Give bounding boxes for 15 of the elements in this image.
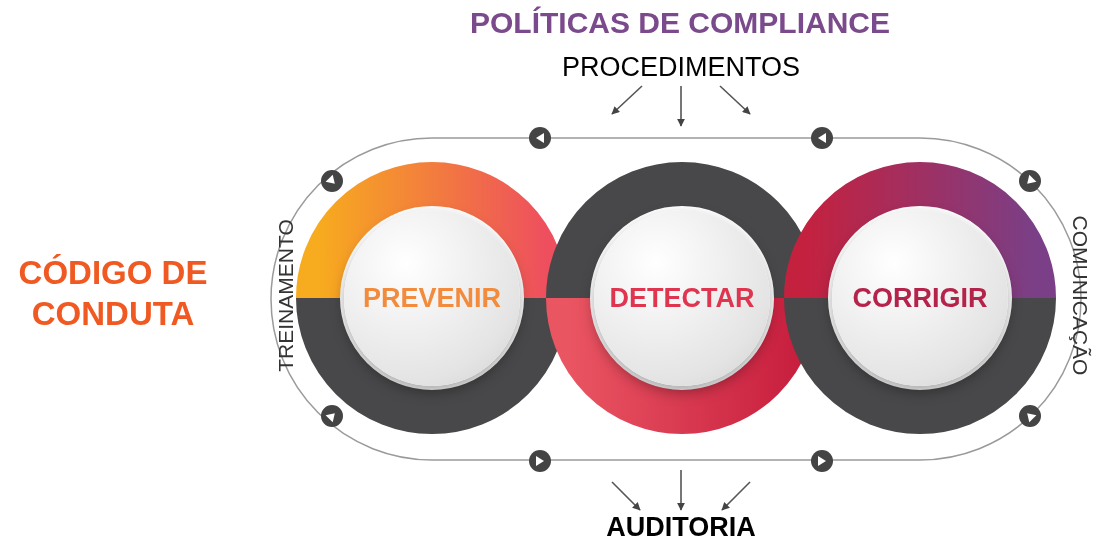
node-label: PREVENIR — [362, 281, 501, 315]
node-label: AUDITORIA — [606, 513, 756, 541]
node-label: PROCEDIMENTOS — [562, 53, 800, 81]
side-label: COMUNICAÇÃO — [1069, 214, 1091, 378]
heading-text: POLÍTICAS DE COMPLIANCE — [469, 8, 891, 38]
side-title: CÓDIGO DE CONDUTA — [17, 253, 209, 335]
arrow — [611, 481, 641, 511]
side-label: TREINAMENTO — [274, 218, 296, 374]
arrow — [611, 85, 643, 115]
arrow — [721, 481, 751, 511]
arrow — [677, 469, 685, 511]
node-label: CORRIGIR — [852, 281, 988, 315]
node-label: DETECTAR — [609, 281, 755, 315]
arrow — [677, 85, 685, 127]
arrow — [719, 85, 751, 115]
